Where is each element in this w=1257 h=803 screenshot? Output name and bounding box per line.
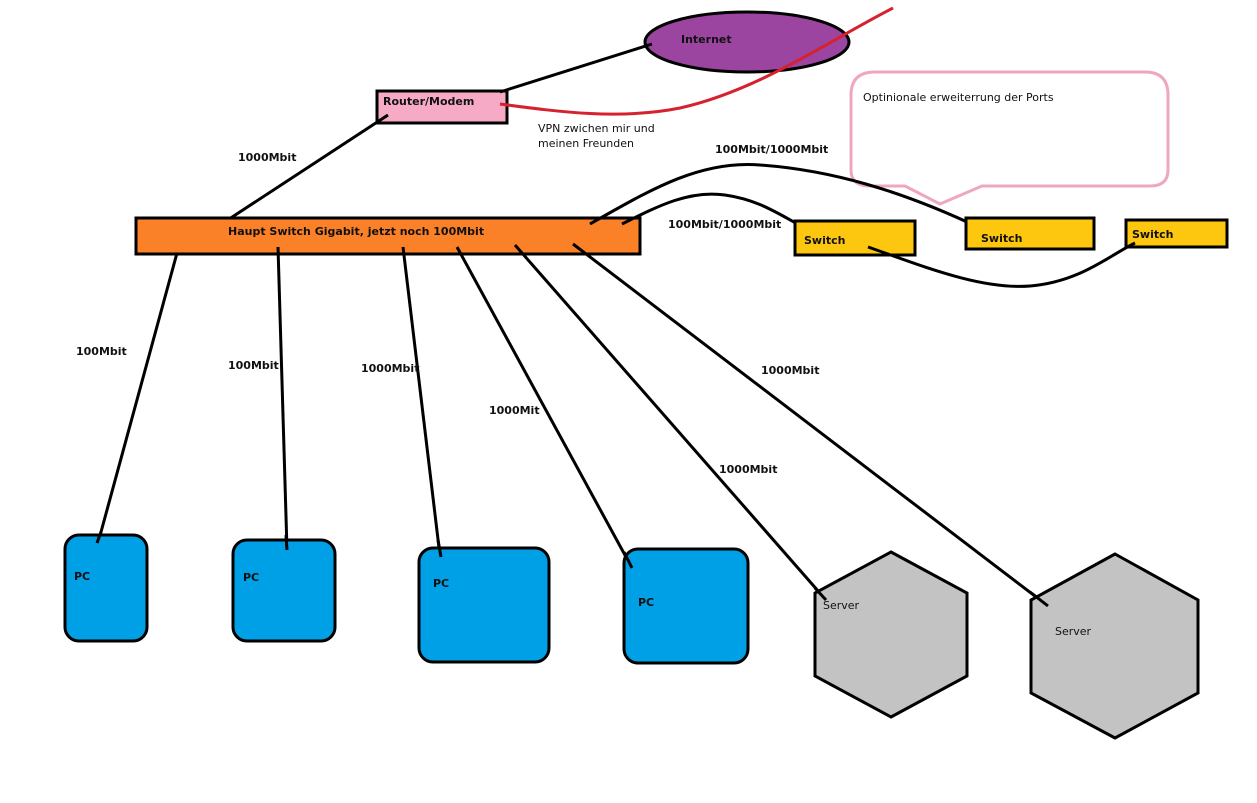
link-end-server-1 xyxy=(813,586,828,602)
pc-node-4[interactable] xyxy=(622,547,750,665)
callout-bubble xyxy=(849,70,1170,206)
vpn-link xyxy=(499,6,894,116)
link-label-server-2: 1000Mbit xyxy=(761,364,819,377)
server-label-1: Server xyxy=(823,599,860,612)
switch-node-3[interactable] xyxy=(1124,218,1229,249)
router-label: Router/Modem xyxy=(383,95,474,108)
main-switch-node[interactable] xyxy=(134,216,642,256)
link-label-main-switch-upper: 100Mbit/1000Mbit xyxy=(715,143,828,156)
switch-node-1[interactable] xyxy=(793,219,917,257)
pc-label-4: PC xyxy=(638,596,654,609)
link-main-switch-pc-4 xyxy=(455,246,634,569)
link-main-switch-pc-1 xyxy=(96,252,179,544)
link-label-pc-1: 100Mbit xyxy=(76,345,127,358)
pc-label-2: PC xyxy=(243,571,259,584)
pc-node-2[interactable] xyxy=(231,538,337,643)
server-node-2[interactable] xyxy=(1029,552,1200,740)
link-router-main-switch xyxy=(219,113,389,227)
link-main-switch-pc-2 xyxy=(276,246,289,551)
main-switch-label: Haupt Switch Gigabit, jetzt noch 100Mbit xyxy=(228,225,484,238)
pc-label-1: PC xyxy=(74,570,90,583)
link-main-switch-pc-3 xyxy=(401,246,442,557)
link-label-pc-2: 100Mbit xyxy=(228,359,279,372)
switch-node-2[interactable] xyxy=(964,216,1096,251)
link-end-pc-4 xyxy=(622,551,634,569)
server-node-1[interactable] xyxy=(813,550,969,719)
link-end-pc-1 xyxy=(95,531,103,544)
switch-label-1: Switch xyxy=(804,234,845,247)
link-label-server-1: 1000Mbit xyxy=(719,463,777,476)
link-label-main-switch-lower: 100Mbit/1000Mbit xyxy=(668,218,781,231)
link-main-switch-to-switch-2 xyxy=(589,162,981,230)
internet-node[interactable] xyxy=(643,10,851,74)
link-main-switch-server-1 xyxy=(513,244,828,601)
switch-label-2: Switch xyxy=(981,232,1022,245)
link-label-router-main: 1000Mbit xyxy=(238,151,296,164)
link-end-server-2 xyxy=(1029,590,1049,608)
link-label-pc-3: 1000Mbit xyxy=(361,362,419,375)
link-switch-1-to-switch-3 xyxy=(867,241,1136,288)
pc-node-1[interactable] xyxy=(63,533,149,643)
link-end-pc-3 xyxy=(436,539,443,558)
internet-label: Internet xyxy=(681,33,732,46)
switch-label-3: Switch xyxy=(1132,228,1173,241)
pc-label-3: PC xyxy=(433,577,449,590)
link-router-internet xyxy=(499,42,653,94)
callout-text: Optinionale erweiterrung der Ports xyxy=(863,91,1054,104)
link-label-pc-4: 1000Mit xyxy=(489,404,540,417)
link-end-pc-2 xyxy=(284,534,289,551)
router-node[interactable] xyxy=(375,89,509,125)
vpn-label-line1: VPN zwichen mir und xyxy=(538,122,655,135)
vpn-label-line2: meinen Freunden xyxy=(538,137,634,150)
link-main-switch-server-2 xyxy=(572,242,1049,608)
server-label-2: Server xyxy=(1055,625,1092,638)
pc-node-3[interactable] xyxy=(417,546,551,664)
link-main-switch-to-switch-1 xyxy=(621,192,806,230)
